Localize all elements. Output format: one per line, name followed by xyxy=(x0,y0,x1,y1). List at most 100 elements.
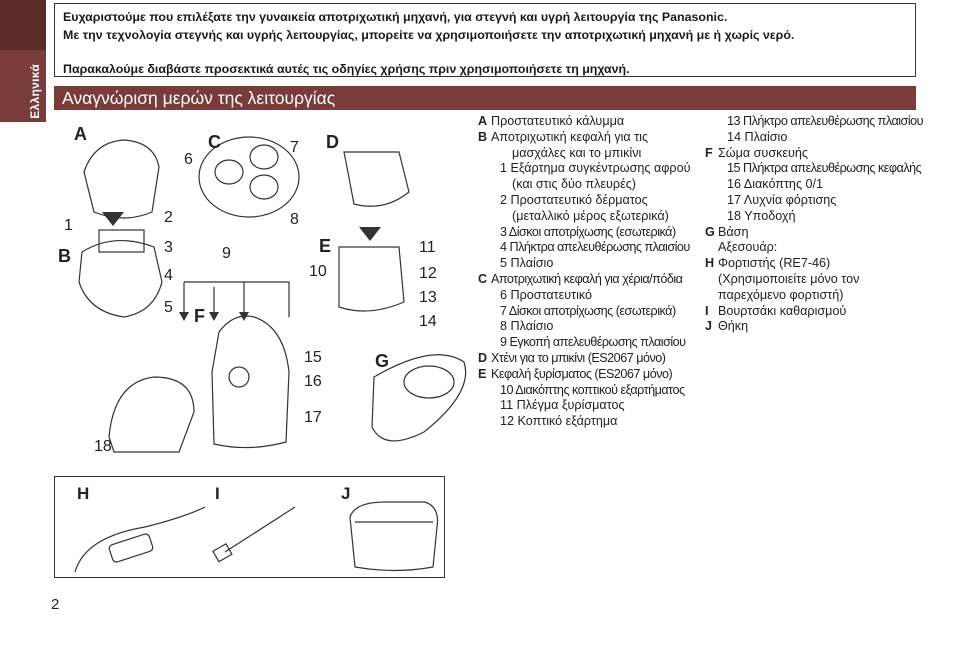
legend-text: Αποτριχωτική κεφαλή για χέρια/πόδια xyxy=(491,271,683,286)
legend-text: 18 Υποδοχή xyxy=(727,208,796,223)
legend-text: 14 Πλαίσιο xyxy=(727,129,788,144)
label-i: I xyxy=(215,484,220,503)
legend-row: 13 Πλήκτρο απελευθέρωσης πλαισίου xyxy=(705,114,924,130)
legend-text: Αξεσουάρ: xyxy=(718,240,778,255)
label-18: 18 xyxy=(94,438,112,455)
legend-row: 15 Πλήκτρα απελευθέρωσης κεφαλής xyxy=(705,161,923,177)
legend-text: 17 Λυχνία φόρτισης xyxy=(727,192,837,207)
legend-row: I Βουρτσάκι καθαρισμού xyxy=(705,304,923,320)
legend-row: (και στις δύο πλευρές) xyxy=(478,177,690,193)
shaving-head-drawing xyxy=(338,246,405,312)
label-2: 2 xyxy=(164,209,173,226)
parts-illustration: A B C D E F G 1 2 3 4 5 6 7 8 9 10 11 12… xyxy=(58,124,467,455)
legend-text: (μεταλλικό μέρος εξωτερικά) xyxy=(512,208,669,223)
power-switch-drawing xyxy=(228,366,250,388)
bikini-comb-drawing xyxy=(343,151,410,207)
legend-text: 7 Δίσκοι αποτρίχωσης (εσωτερικά) xyxy=(500,303,676,318)
label-17: 17 xyxy=(304,409,322,426)
legend-text: Βουρτσάκι καθαρισμού xyxy=(718,303,847,318)
legend-row: 2 Προστατευτικό δέρματος xyxy=(478,193,690,209)
legend-row: (μεταλλικό μέρος εξωτερικά) xyxy=(478,209,690,225)
label-13: 13 xyxy=(419,289,437,306)
charging-dock-drawing xyxy=(108,376,195,453)
legend-key: A xyxy=(478,114,488,128)
label-6: 6 xyxy=(184,151,193,168)
legend-text: 1 Εξάρτημα συγκέντρωσης αφρού xyxy=(500,161,691,176)
legend-key: B xyxy=(478,129,488,144)
legend-text: Αποτριχωτική κεφαλή για τις xyxy=(491,129,649,144)
label-16: 16 xyxy=(304,373,322,390)
legend-text: 8 Πλαίσιο xyxy=(500,319,554,334)
legend-text: μασχάλες και το μπικίνι xyxy=(512,145,642,160)
legend-row: 3 Δίσκοι αποτρίχωσης (εσωτερικά) xyxy=(478,225,690,241)
page-number: 2 xyxy=(51,596,60,613)
pouch-drawing xyxy=(349,501,439,572)
label-15: 15 xyxy=(304,349,322,366)
legend-text: Προστατευτικό κάλυμμα xyxy=(491,114,625,128)
armpit-head-drawing xyxy=(78,239,163,318)
cleaning-brush-drawing xyxy=(224,506,296,553)
legend-text: 2 Προστατευτικό δέρματος xyxy=(500,192,648,207)
intro-line-3: Παρακαλούμε διαβάστε προσεκτικά αυτές τι… xyxy=(63,62,630,76)
legend-text: 5 Πλαίσιο xyxy=(500,256,554,271)
intro-box: Ευχαριστούμε που επιλέξατε την γυναικεία… xyxy=(54,3,916,77)
label-h: H xyxy=(77,484,89,503)
label-3: 3 xyxy=(164,239,173,256)
legend-text: Βάση xyxy=(718,224,749,239)
legend-text: 6 Προστατευτικό xyxy=(500,287,593,302)
legend-text: 11 Πλέγμα ξυρίσματος xyxy=(500,398,625,413)
arrow-down-a-icon xyxy=(102,212,124,226)
legend-text: Φορτιστής (RE7-46) xyxy=(718,256,831,271)
protective-cap-drawing xyxy=(83,139,160,219)
label-j: J xyxy=(341,484,350,503)
label-f: F xyxy=(194,306,205,326)
legend-key: I xyxy=(705,303,709,318)
label-4: 4 xyxy=(164,267,173,284)
section-title: Αναγνώριση μερών της λειτουργίας xyxy=(54,86,916,110)
label-9: 9 xyxy=(222,245,231,262)
charger-cord-drawing xyxy=(74,506,206,573)
legend-row: 14 Πλαίσιο xyxy=(705,130,923,146)
legend-text: Χτένι για το μπικίνι (ES2067 μόνο) xyxy=(491,350,666,365)
legend-row: 9 Εγκοπή απελευθέρωσης πλαισίου xyxy=(478,335,690,351)
legend-row: (Χρησιμοποιείτε μόνο τον xyxy=(705,272,923,288)
intro-line-2: Με την τεχνολογία στεγνής και υγρής λειτ… xyxy=(63,28,795,42)
legend-row: 5 Πλαίσιο xyxy=(478,256,690,272)
label-a: A xyxy=(74,124,87,144)
label-7: 7 xyxy=(290,139,299,156)
language-tab-corner xyxy=(0,0,46,50)
charger-adapter-drawing xyxy=(108,533,154,563)
arrow-down-d-icon xyxy=(359,227,381,241)
legend-key: H xyxy=(705,256,715,271)
legend-text: 9 Εγκοπή απελευθέρωσης πλαισίου xyxy=(500,335,686,350)
leg-head-drawing xyxy=(198,136,300,218)
legend-key: D xyxy=(478,350,488,365)
legend-text: 3 Δίσκοι αποτρίχωσης (εσωτερικά) xyxy=(500,224,676,239)
legend-text: Θήκη xyxy=(718,319,749,334)
label-1: 1 xyxy=(64,217,73,234)
legend-row: Αξεσουάρ: xyxy=(705,240,923,256)
legend-row: 1 Εξάρτημα συγκέντρωσης αφρού xyxy=(478,161,690,177)
accessories-strip: H I J xyxy=(54,476,445,578)
legend-text: 15 Πλήκτρα απελευθέρωσης κεφαλής xyxy=(727,161,922,176)
legend-key: G xyxy=(705,224,715,239)
legend-row: 16 Διακόπτης 0/1 xyxy=(705,177,923,193)
armpit-head-top xyxy=(98,229,145,253)
legend-text: 4 Πλήκτρα απελευθέρωσης πλαισίου xyxy=(500,240,690,255)
legend-row: μασχάλες και το μπικίνι xyxy=(478,146,690,162)
legend-row: 12 Κοπτικό εξάρτημα xyxy=(478,414,690,430)
label-b: B xyxy=(58,246,71,266)
legend-text: (και στις δύο πλευρές) xyxy=(512,177,636,192)
legend-row: 6 Προστατευτικό xyxy=(478,288,690,304)
legend-text: 10 Διακόπτης κοπτικού εξαρτήματος xyxy=(500,382,685,397)
intro-line-1: Ευχαριστούμε που επιλέξατε την γυναικεία… xyxy=(63,10,728,24)
label-g: G xyxy=(375,351,389,371)
label-14: 14 xyxy=(419,313,437,330)
